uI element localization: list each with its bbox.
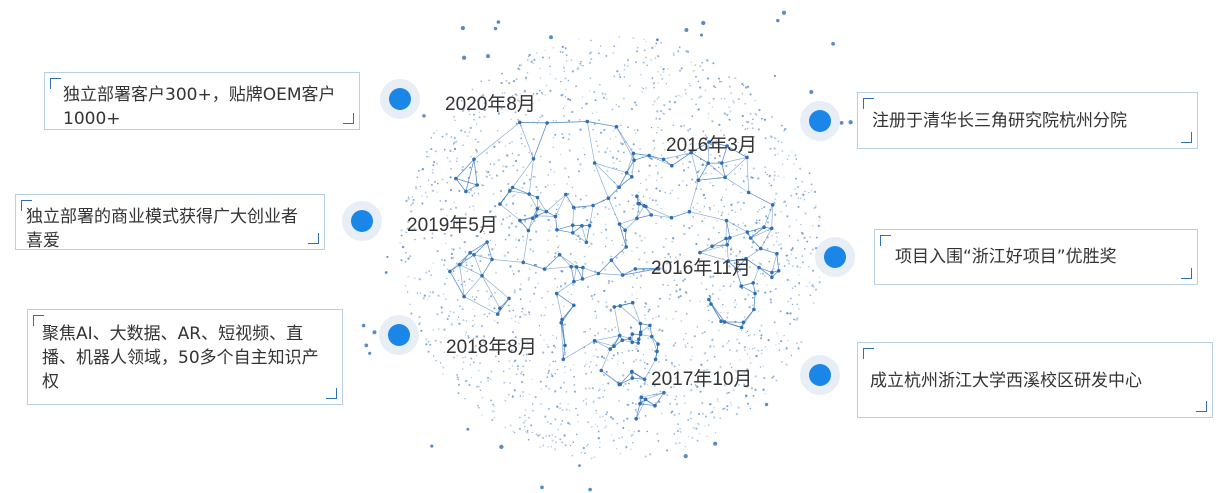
date-label: 2016年3月 <box>666 135 757 156</box>
date-label: 2020年8月 <box>445 94 536 115</box>
event-text: 注册于清华长三角研究院杭州分院 <box>872 111 1127 131</box>
event-card-2016-03: 注册于清华长三角研究院杭州分院 <box>857 92 1198 149</box>
event-card-2017-10: 成立杭州浙江大学西溪校区研发中心 <box>857 342 1213 418</box>
event-text: 独立部署的商业模式获得广大创业者喜爱 <box>26 207 298 251</box>
event-card-2019-05: 独立部署的商业模式获得广大创业者喜爱 <box>15 194 325 251</box>
date-label: 2016年11月 <box>651 258 751 279</box>
event-text: 项目入围“浙江好项目”优胜奖 <box>895 247 1117 267</box>
timeline-dot <box>380 79 420 119</box>
event-card-2020-08: 独立部署客户300+，贴牌OEM客户1000+ <box>44 72 360 130</box>
date-label: 2017年10月 <box>651 369 753 390</box>
date-label: 2018年8月 <box>446 337 537 358</box>
event-text: 独立部署客户300+，贴牌OEM客户1000+ <box>63 85 336 129</box>
timeline-dot <box>379 315 419 355</box>
timeline-dot <box>800 101 840 141</box>
timeline-dot <box>815 237 855 277</box>
timeline-dot <box>342 201 382 241</box>
timeline-dot <box>800 355 840 395</box>
event-card-2018-08: 聚焦AI、大数据、AR、短视频、直播、机器人领域，50多个自主知识产权 <box>27 309 343 405</box>
event-text: 成立杭州浙江大学西溪校区研发中心 <box>870 371 1142 391</box>
event-text: 聚焦AI、大数据、AR、短视频、直播、机器人领域，50多个自主知识产权 <box>42 324 319 392</box>
date-label: 2019年5月 <box>407 215 498 236</box>
event-card-2016-11: 项目入围“浙江好项目”优胜奖 <box>874 229 1198 285</box>
